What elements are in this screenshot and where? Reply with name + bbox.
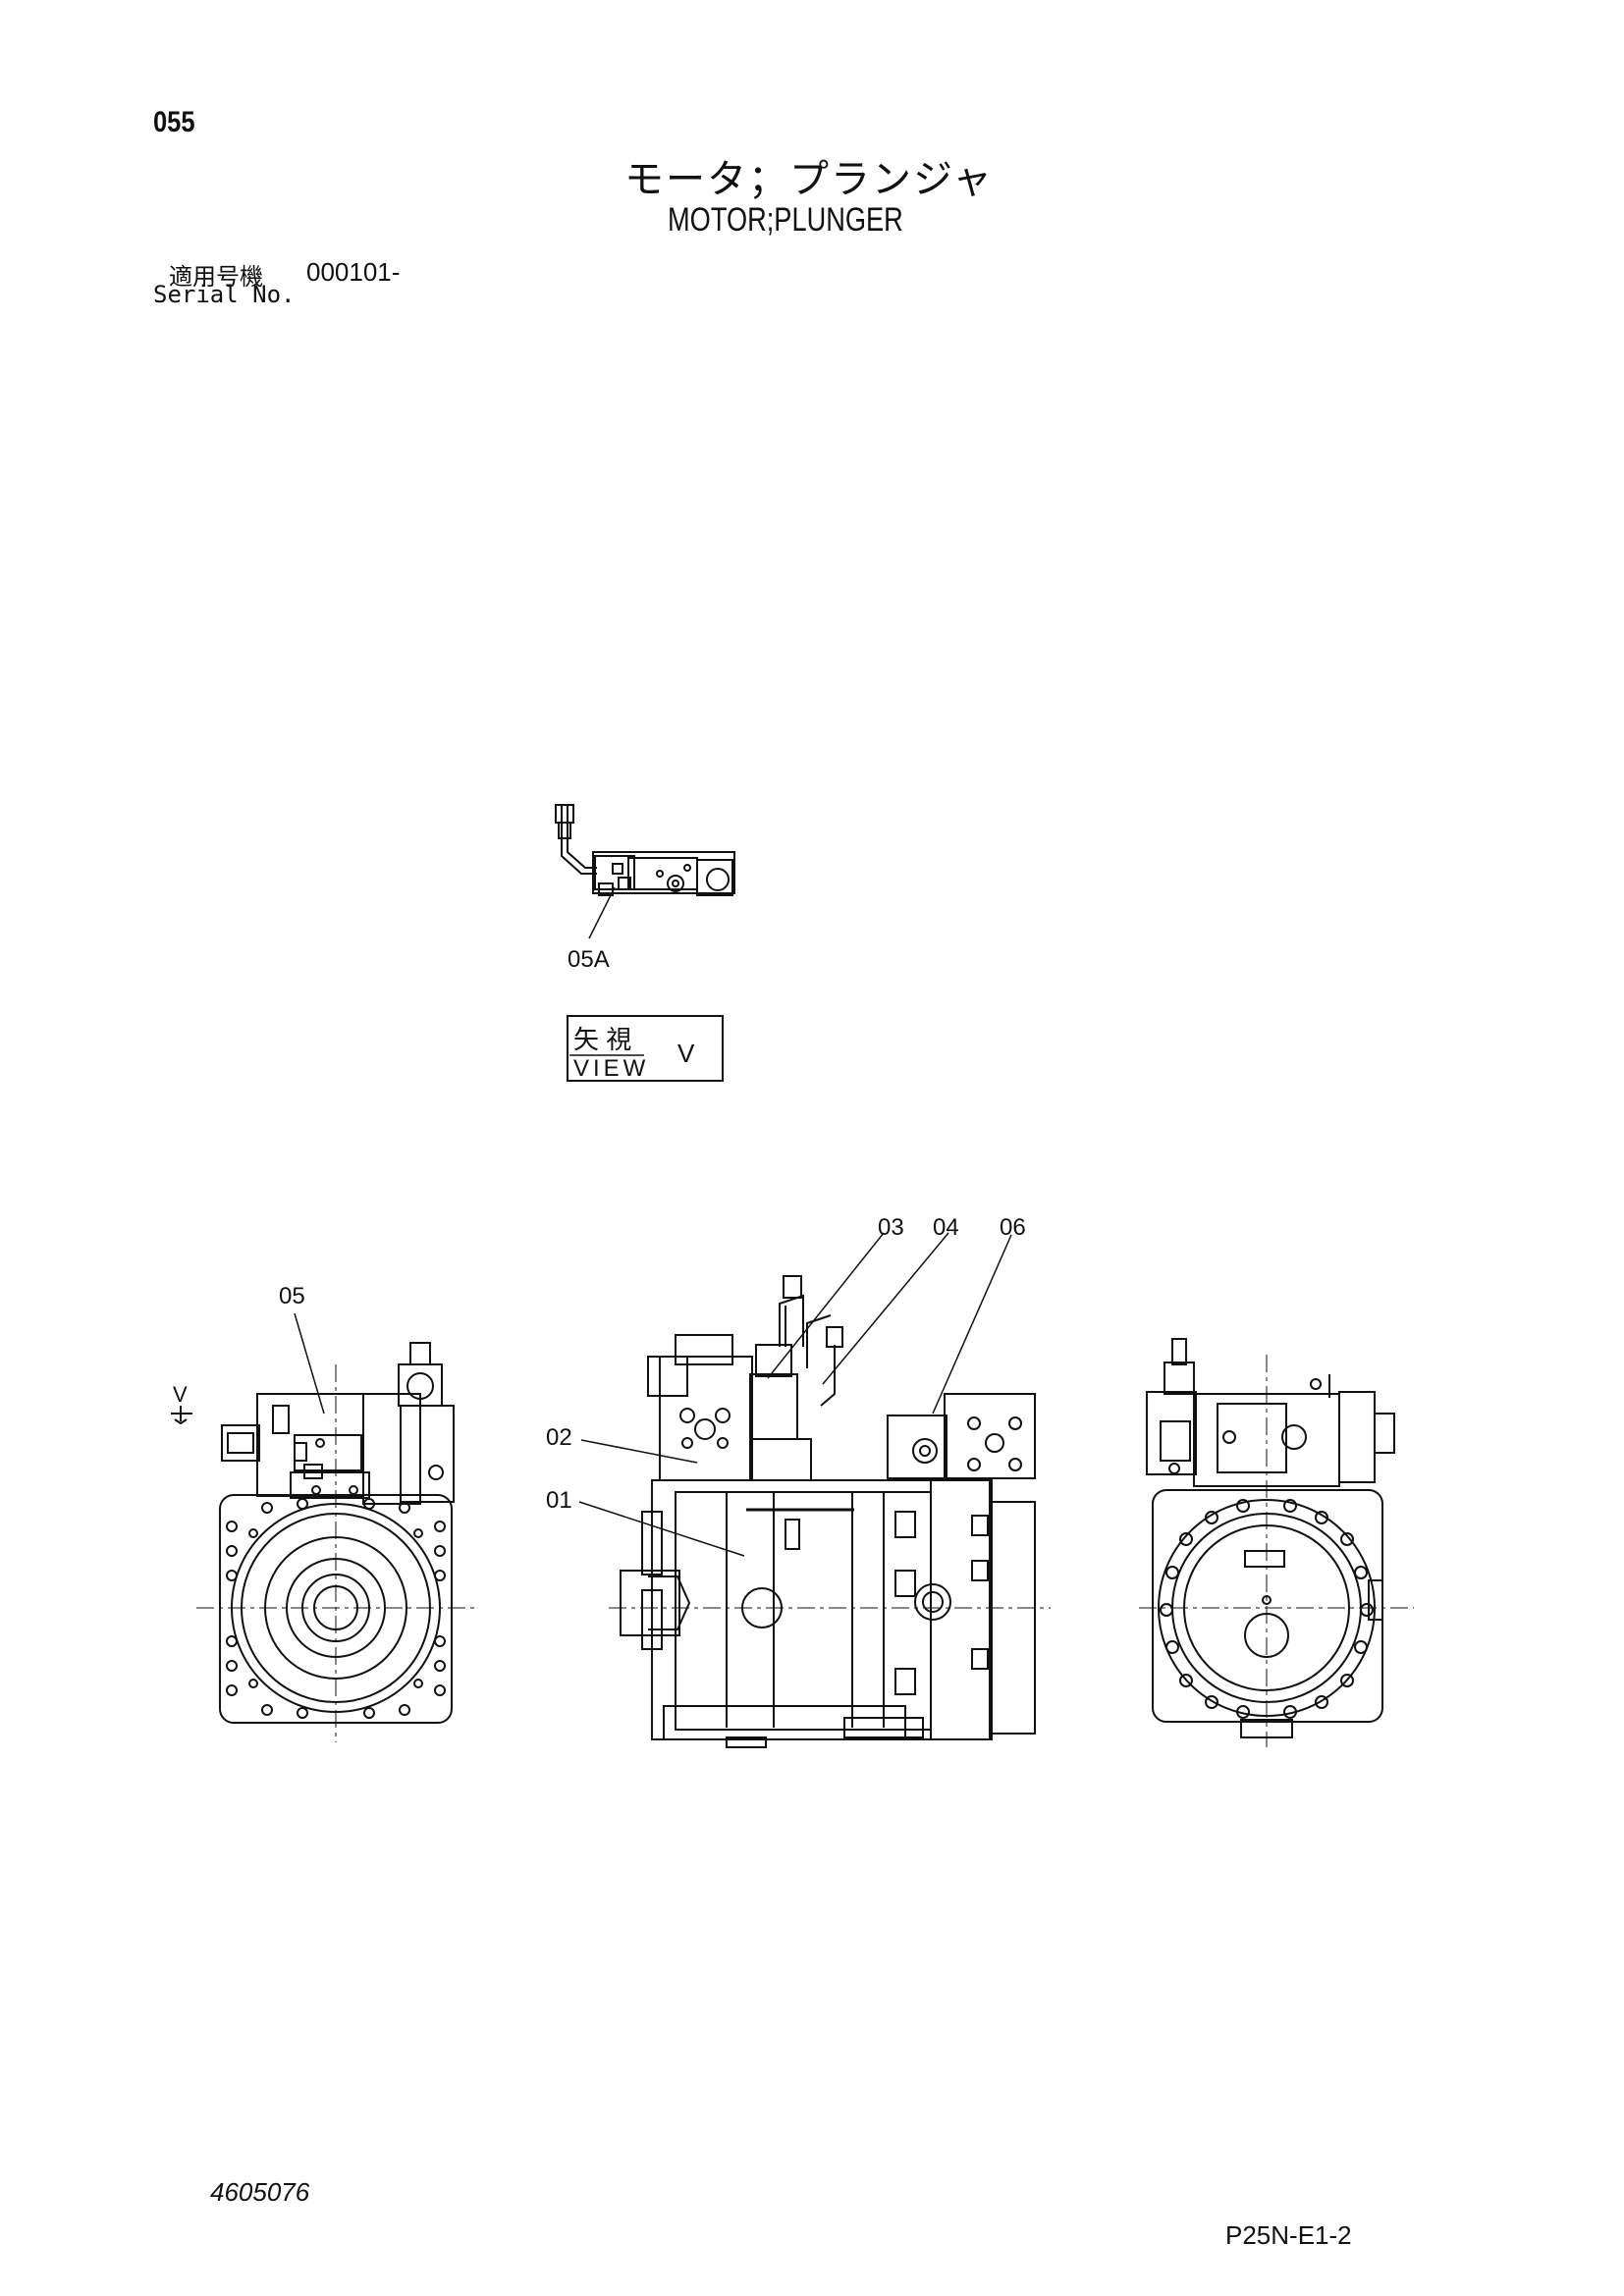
callout-05a: 05A bbox=[568, 946, 610, 973]
leader-04 bbox=[822, 1232, 949, 1385]
center-view bbox=[609, 1275, 1051, 1748]
document-number: 4605076 bbox=[210, 2177, 310, 2207]
callout-02: 02 bbox=[546, 1424, 572, 1451]
leader-05 bbox=[294, 1312, 325, 1415]
left-view bbox=[196, 1342, 475, 1742]
right-view bbox=[1139, 1338, 1414, 1747]
view-box bbox=[567, 1015, 724, 1082]
serial-label-japanese: 適用号機 bbox=[169, 263, 263, 291]
callout-01: 01 bbox=[546, 1487, 572, 1514]
view-label-japanese: 矢 視 bbox=[573, 1025, 631, 1054]
callout-03: 03 bbox=[878, 1214, 904, 1241]
view-direction-marker bbox=[171, 1406, 192, 1425]
page-title-english: MOTOR;PLUNGER bbox=[668, 201, 903, 239]
page-number: 055 bbox=[153, 106, 195, 138]
leader-01 bbox=[578, 1501, 745, 1557]
view-marker-letter: V bbox=[173, 1382, 188, 1407]
serial-label-english: Serial No. bbox=[153, 281, 296, 308]
leader-02 bbox=[580, 1439, 698, 1464]
leader-06 bbox=[932, 1234, 1012, 1415]
page-title-japanese: モータ；プランジャ bbox=[624, 157, 994, 202]
serial-number-value: 000101- bbox=[306, 257, 401, 287]
view-label-english: VIEW bbox=[573, 1055, 649, 1082]
page-code: P25N-E1-2 bbox=[1225, 2220, 1352, 2250]
view-letter: V bbox=[677, 1039, 695, 1068]
leader-03 bbox=[767, 1232, 885, 1379]
callout-05: 05 bbox=[279, 1283, 305, 1309]
detail-view-05a bbox=[555, 804, 735, 939]
callout-06: 06 bbox=[1000, 1214, 1026, 1241]
callout-04: 04 bbox=[933, 1214, 959, 1241]
